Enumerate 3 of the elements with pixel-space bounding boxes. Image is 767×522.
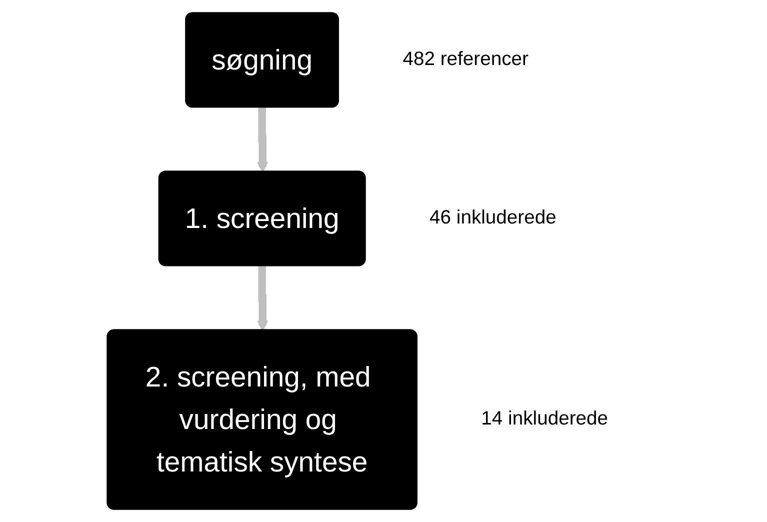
- node-label: 46 inkluderede: [430, 206, 556, 228]
- node-label: 14 inkluderede: [481, 408, 608, 430]
- node-label: 482 referencer: [402, 48, 528, 70]
